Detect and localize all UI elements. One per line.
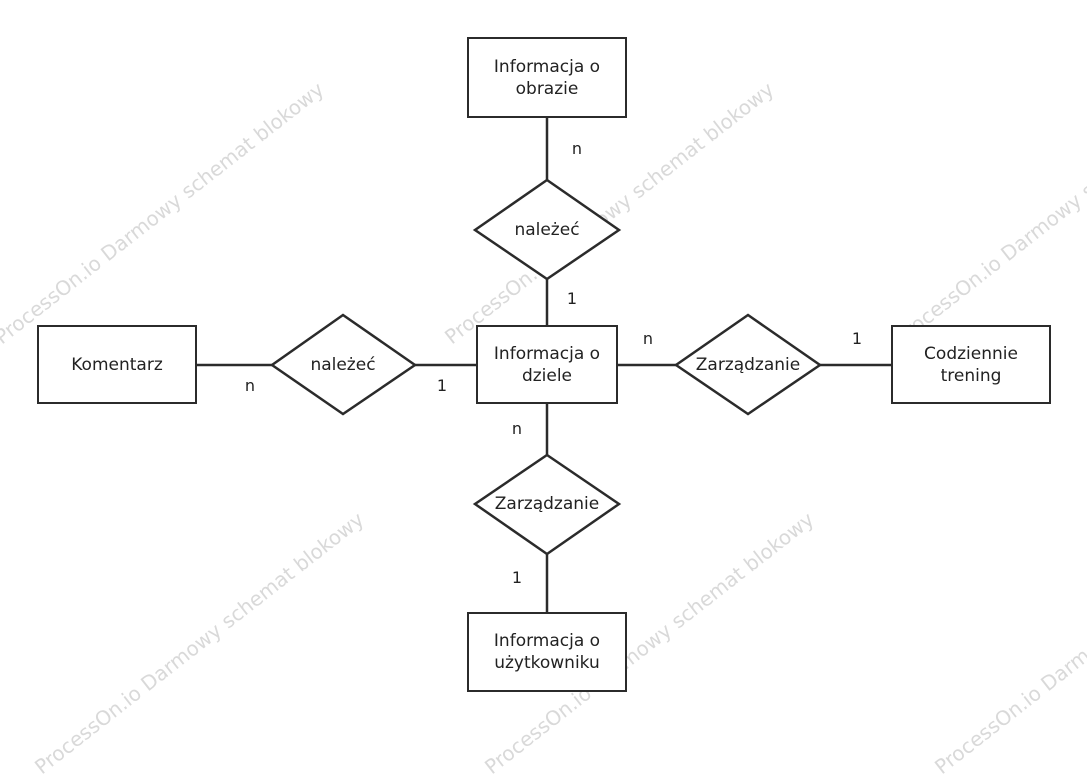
relationship-diamond-left	[269, 313, 418, 416]
cardinality-top-entity: n	[571, 139, 583, 158]
entity-label: Komentarz	[71, 354, 163, 375]
relationship-diamond-top	[472, 178, 622, 281]
er-diagram-canvas	[197, 118, 891, 612]
cardinality-right-entity: 1	[851, 329, 863, 348]
entity-label: Codziennie trening	[924, 343, 1018, 386]
relationship-diamond-right	[673, 313, 823, 416]
cardinality-left-entity: n	[244, 376, 256, 395]
cardinality-left-center: 1	[436, 376, 448, 395]
cardinality-bottom-entity: 1	[511, 568, 523, 587]
entity-komentarz[interactable]: Komentarz	[37, 325, 197, 404]
relationship-label-top[interactable]: należeć	[514, 220, 580, 240]
entity-informacja-o-dziele[interactable]: Informacja o dziele	[476, 325, 618, 404]
entity-informacja-o-obrazie[interactable]: Informacja o obrazie	[467, 37, 627, 118]
entity-label: Informacja o dziele	[493, 343, 601, 386]
cardinality-bottom-center: n	[511, 419, 523, 438]
relationship-diamond-bottom	[472, 453, 622, 556]
relationship-label-right[interactable]: Zarządzanie	[695, 355, 801, 375]
cardinality-top-center: 1	[566, 289, 578, 308]
entity-label: Informacja o użytkowniku	[493, 631, 601, 673]
entity-codziennie-trening[interactable]: Codziennie trening	[891, 325, 1051, 404]
entity-informacja-o-uzytkowniku[interactable]: Informacja o użytkowniku	[467, 612, 627, 692]
relationship-label-bottom[interactable]: Zarządzanie	[494, 494, 600, 514]
relationship-label-left[interactable]: należeć	[310, 355, 376, 375]
cardinality-right-center: n	[642, 329, 654, 348]
entity-label: Informacja o obrazie	[493, 56, 601, 99]
